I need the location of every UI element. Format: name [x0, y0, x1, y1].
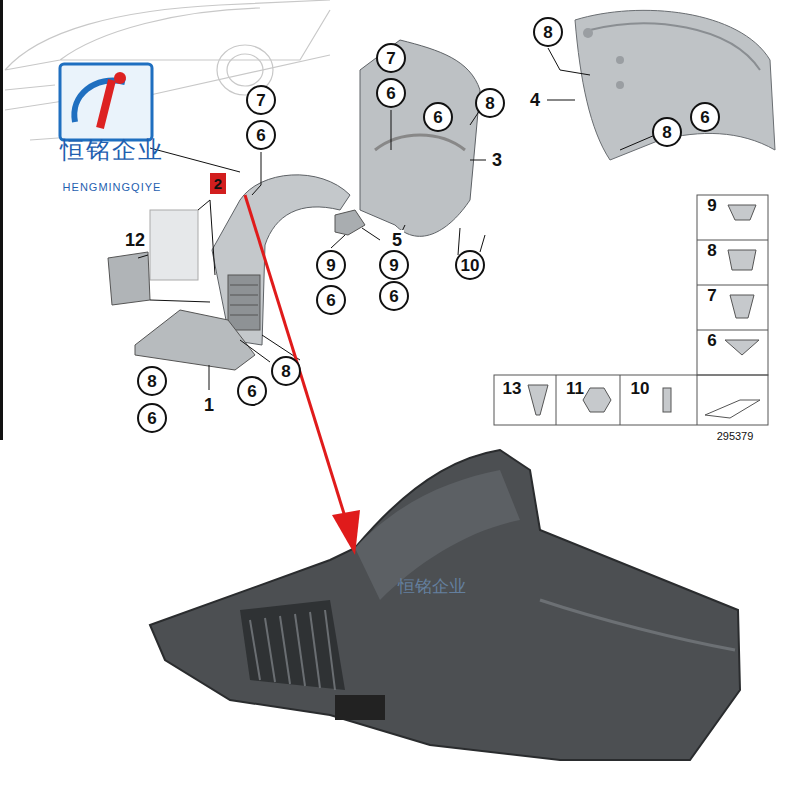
- part-number: 5: [390, 230, 404, 250]
- callout-number: 6: [690, 102, 720, 132]
- callout-number: 6: [137, 403, 167, 433]
- callout-number: 7: [246, 85, 276, 115]
- callout-number: 10: [455, 250, 485, 280]
- fastener-number: 13: [503, 380, 522, 397]
- callout-number: 8: [137, 366, 167, 396]
- fastener-number: 8: [707, 242, 716, 259]
- highlight-box: 2: [210, 173, 226, 194]
- callout-number: 6: [237, 376, 267, 406]
- callout-number: 6: [246, 120, 276, 150]
- fastener-number: 6: [707, 332, 716, 349]
- callout-number: 8: [533, 17, 563, 47]
- callout-number: 8: [271, 356, 301, 386]
- callout-number: 9: [316, 250, 346, 280]
- part-number: 2: [214, 175, 222, 192]
- callout-number: 7: [376, 43, 406, 73]
- part-number: 12: [123, 230, 147, 250]
- diagram-id: 295379: [717, 431, 754, 442]
- watermark: 恒铭企业: [60, 138, 164, 162]
- fastener-number: 7: [707, 287, 716, 304]
- fastener-number: 11: [566, 380, 584, 397]
- callout-number: 6: [423, 102, 453, 132]
- watermark: HENGMINGQIYE: [63, 182, 162, 193]
- callout-number: 8: [652, 117, 682, 147]
- fastener-number: 9: [707, 197, 716, 214]
- part-number: 3: [490, 150, 504, 170]
- fastener-number: 10: [631, 380, 650, 397]
- callout-number: 9: [379, 250, 409, 280]
- callout-number: 8: [475, 88, 505, 118]
- watermark: 恒铭企业: [398, 578, 466, 595]
- callout-number: 6: [316, 285, 346, 315]
- callout-number: 6: [379, 281, 409, 311]
- part-number: 4: [528, 90, 542, 110]
- callout-number: 6: [376, 78, 406, 108]
- part-number: 1: [202, 395, 216, 415]
